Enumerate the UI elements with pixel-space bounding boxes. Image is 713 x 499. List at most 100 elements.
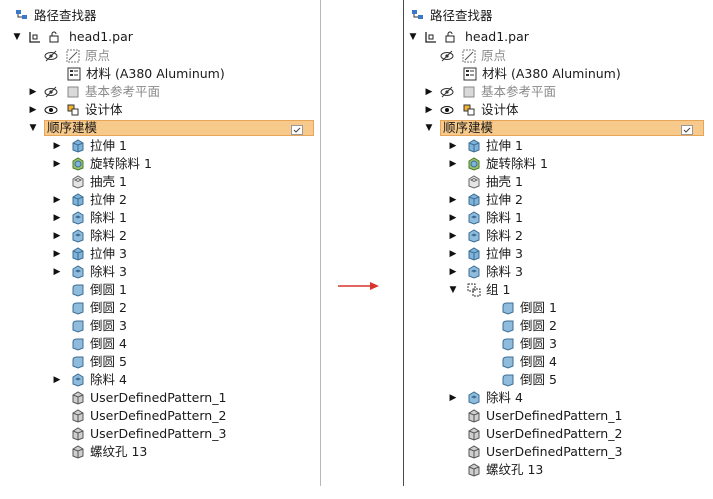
feature-row[interactable]: ▶除料 2 bbox=[404, 227, 710, 245]
expand-down-icon[interactable]: ▼ bbox=[425, 123, 433, 133]
group-child-row[interactable]: 倒圆 2 bbox=[404, 317, 710, 335]
expand-right-icon[interactable]: ▶ bbox=[449, 213, 457, 223]
expand-down-icon[interactable]: ▼ bbox=[449, 285, 457, 295]
feature-row[interactable]: ▶除料 4 bbox=[8, 371, 320, 389]
hidden-eye-icon[interactable] bbox=[44, 85, 58, 99]
expand-right-icon[interactable]: ▶ bbox=[53, 249, 61, 259]
feature-row[interactable]: UserDefinedPattern_2 bbox=[404, 425, 710, 443]
part-node[interactable]: ▼ head1.par bbox=[404, 28, 710, 46]
feature-row[interactable]: ▶旋转除料 1 bbox=[8, 155, 320, 173]
expand-down-icon[interactable]: ▼ bbox=[29, 123, 37, 133]
expand-right-icon[interactable]: ▶ bbox=[53, 195, 61, 205]
feature-row[interactable]: 倒圆 3 bbox=[8, 317, 320, 335]
checkbox-icon[interactable] bbox=[681, 123, 693, 135]
group-child-row[interactable]: 倒圆 3 bbox=[404, 335, 710, 353]
feature-row[interactable]: ▶ 旋转除料 1 bbox=[404, 155, 710, 173]
hidden-eye-icon[interactable] bbox=[44, 49, 58, 63]
expand-right-icon[interactable]: ▶ bbox=[449, 393, 457, 403]
group-child-row[interactable]: 倒圆 4 bbox=[404, 353, 710, 371]
part-node[interactable]: ▼head1.par bbox=[8, 28, 320, 46]
expand-right-icon[interactable]: ▶ bbox=[53, 213, 61, 223]
expand-right-icon[interactable]: ▶ bbox=[29, 87, 37, 97]
body-icon bbox=[462, 103, 476, 117]
feature-row[interactable]: ▶拉伸 1 bbox=[8, 137, 320, 155]
part-icon bbox=[28, 30, 42, 44]
feature-row[interactable]: UserDefinedPattern_1 bbox=[404, 407, 710, 425]
feature-row[interactable]: UserDefinedPattern_2 bbox=[8, 407, 320, 425]
feature-row[interactable]: ▶拉伸 1 bbox=[404, 137, 710, 155]
eye-icon[interactable] bbox=[440, 103, 454, 117]
feature-row[interactable]: UserDefinedPattern_1 bbox=[8, 389, 320, 407]
feature-row[interactable]: ▶ 除料 1 bbox=[8, 209, 320, 227]
feature-row[interactable]: 倒圆 1 bbox=[8, 281, 320, 299]
feature-row[interactable]: ▶拉伸 2 bbox=[404, 191, 710, 209]
group-node[interactable]: ▼组 1 bbox=[404, 281, 710, 299]
tree-label: 倒圆 1 bbox=[90, 282, 127, 297]
expand-right-icon[interactable]: ▶ bbox=[449, 195, 457, 205]
expand-right-icon[interactable]: ▶ bbox=[53, 375, 61, 385]
label-box: 除料 1 bbox=[68, 210, 130, 226]
label-box: head1.par bbox=[462, 29, 532, 45]
expand-right-icon[interactable]: ▶ bbox=[449, 141, 457, 151]
feature-row[interactable]: ▶拉伸 3 bbox=[404, 245, 710, 263]
expand-right-icon[interactable]: ▶ bbox=[53, 159, 61, 169]
material-icon bbox=[67, 67, 81, 81]
expand-down-icon[interactable]: ▼ bbox=[13, 32, 21, 42]
revolve-cut-icon bbox=[467, 157, 481, 171]
group-child-row[interactable]: 倒圆 1 bbox=[404, 299, 710, 317]
expand-right-icon[interactable]: ▶ bbox=[425, 87, 433, 97]
expand-right-icon[interactable]: ▶ bbox=[425, 105, 433, 115]
expand-down-icon[interactable]: ▼ bbox=[409, 32, 417, 42]
feature-row[interactable]: ▶除料 3 bbox=[404, 263, 710, 281]
expand-right-icon[interactable]: ▶ bbox=[449, 249, 457, 259]
material-node[interactable]: 材料 (A380 Aluminum) bbox=[8, 65, 320, 83]
feature-row[interactable]: UserDefinedPattern_3 bbox=[8, 425, 320, 443]
expand-right-icon[interactable]: ▶ bbox=[449, 159, 457, 169]
feature-row[interactable]: 螺纹孔 13 bbox=[8, 443, 320, 461]
label-box: UserDefinedPattern_2 bbox=[68, 408, 229, 424]
base-planes-node[interactable]: ▶基本参考平面 bbox=[8, 83, 320, 101]
sequential-node[interactable]: ▼顺序建模 bbox=[8, 119, 320, 137]
expand-right-icon[interactable]: ▶ bbox=[53, 141, 61, 151]
sequential-node[interactable]: ▼顺序建模 bbox=[404, 119, 710, 137]
hidden-eye-icon[interactable] bbox=[440, 49, 454, 63]
design-body-node[interactable]: ▶设计体 bbox=[8, 101, 320, 119]
origin-node[interactable]: 原点 bbox=[8, 47, 320, 65]
pathfinder-title[interactable]: 路径查找器 bbox=[404, 7, 710, 25]
feature-row[interactable]: ▶除料 4 bbox=[404, 389, 710, 407]
feature-row[interactable]: ▶除料 1 bbox=[404, 209, 710, 227]
feature-row[interactable]: UserDefinedPattern_3 bbox=[404, 443, 710, 461]
feature-row[interactable]: 抽壳 1 bbox=[8, 173, 320, 191]
feature-row[interactable]: ▶拉伸 2 bbox=[8, 191, 320, 209]
expand-right-icon[interactable]: ▶ bbox=[53, 267, 61, 277]
hidden-eye-icon[interactable] bbox=[440, 85, 454, 99]
feature-row[interactable]: ▶除料 2 bbox=[8, 227, 320, 245]
label-box: 倒圆 3 bbox=[68, 318, 130, 334]
design-body-node[interactable]: ▶设计体 bbox=[404, 101, 710, 119]
lock-icon[interactable] bbox=[443, 30, 457, 44]
feature-row[interactable]: 抽壳 1 bbox=[404, 173, 710, 191]
base-planes-node[interactable]: ▶基本参考平面 bbox=[404, 83, 710, 101]
group-child-row[interactable]: 倒圆 5 bbox=[404, 371, 710, 389]
label-box: UserDefinedPattern_1 bbox=[68, 390, 229, 406]
feature-row[interactable]: ▶拉伸 3 bbox=[8, 245, 320, 263]
feature-row[interactable]: 倒圆 2 bbox=[8, 299, 320, 317]
material-node[interactable]: 材料 (A380 Aluminum) bbox=[404, 65, 710, 83]
expand-right-icon[interactable]: ▶ bbox=[449, 231, 457, 241]
eye-icon[interactable] bbox=[44, 103, 58, 117]
feature-row[interactable]: 倒圆 4 bbox=[8, 335, 320, 353]
expand-right-icon[interactable]: ▶ bbox=[449, 267, 457, 277]
lock-icon[interactable] bbox=[47, 30, 61, 44]
feature-row[interactable]: ▶除料 3 bbox=[8, 263, 320, 281]
pathfinder-icon bbox=[15, 9, 29, 23]
origin-node[interactable]: 原点 bbox=[404, 47, 710, 65]
feature-row[interactable]: 螺纹孔 13 bbox=[404, 461, 710, 479]
material-icon bbox=[463, 67, 477, 81]
origin-icon bbox=[462, 49, 476, 63]
expand-right-icon[interactable]: ▶ bbox=[29, 105, 37, 115]
tree-label: 旋转除料 1 bbox=[486, 156, 548, 171]
feature-row[interactable]: 倒圆 5 bbox=[8, 353, 320, 371]
expand-right-icon[interactable]: ▶ bbox=[53, 231, 61, 241]
checkbox-icon[interactable] bbox=[291, 123, 303, 135]
pathfinder-title[interactable]: 路径查找器 bbox=[8, 7, 320, 25]
